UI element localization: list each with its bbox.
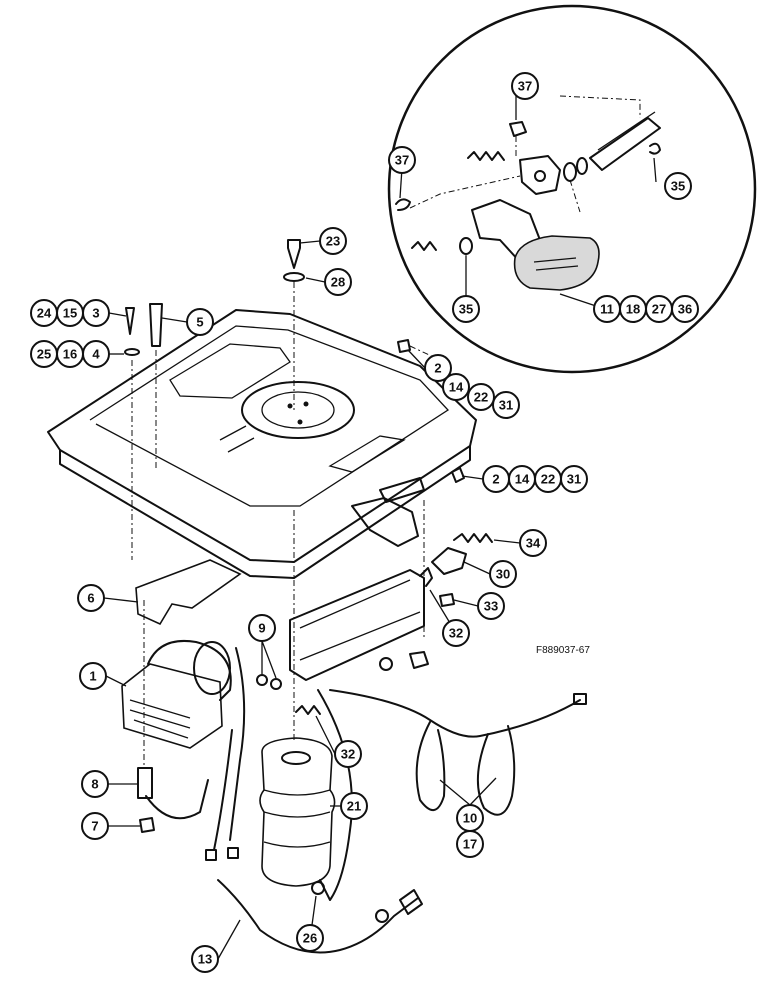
callout-label: 33 [484,599,498,614]
callout-label: 9 [258,621,265,636]
callout-label: 32 [449,626,463,641]
callout-15: 15 [56,299,84,327]
callout-22-lower: 22 [534,465,562,493]
callout-label: 34 [526,536,541,551]
plate-part-6 [135,559,242,626]
fore-aft-lever [351,477,425,547]
callout-34: 34 [519,529,547,557]
callout-label: 15 [63,306,77,321]
callout-3: 3 [82,299,110,327]
callout-35-bottom: 35 [452,295,480,323]
callout-label: 37 [518,79,532,94]
callout-label: 16 [63,347,77,362]
callout-label: 18 [626,302,640,317]
callout-label: 23 [326,234,340,249]
air-spring [259,737,336,887]
callout-18: 18 [619,295,647,323]
callout-14-upper: 14 [442,373,470,401]
callout-label: 26 [303,931,317,946]
callout-28: 28 [324,268,352,296]
callout-label: 14 [515,472,530,487]
callout-21: 21 [340,792,368,820]
callout-36: 36 [671,295,699,323]
callout-30: 30 [489,560,517,588]
callout-5: 5 [186,308,214,336]
callout-4: 4 [82,340,110,368]
callout-23: 23 [319,227,347,255]
callout-32-upper: 32 [442,619,470,647]
centerlines [131,282,441,768]
callout-label: 14 [449,380,464,395]
callout-11: 11 [593,295,621,323]
compressor [121,640,232,749]
callout-31-lower: 31 [560,465,588,493]
callout-label: 13 [198,952,212,967]
detail-inset [387,4,757,374]
slide-rail [289,569,429,681]
callout-label: 8 [91,777,98,792]
callout-label: 4 [92,347,100,362]
callout-label: 30 [496,567,510,582]
callout-22-upper: 22 [467,383,495,411]
callout-35-right: 35 [664,172,692,200]
callout-13: 13 [191,945,219,973]
callout-label: 1 [89,669,96,684]
callout-label: 6 [87,591,94,606]
figure-id: F889037-67 [536,645,590,656]
callout-33: 33 [477,592,505,620]
callout-31-upper: 31 [492,391,520,419]
callout-label: 31 [567,472,581,487]
callout-8: 8 [81,770,109,798]
callout-label: 35 [671,179,685,194]
callout-label: 37 [395,153,409,168]
callout-label: 11 [600,302,614,317]
callout-label: 25 [37,347,51,362]
callout-label: 32 [341,747,355,762]
callout-25: 25 [30,340,58,368]
callout-label: 28 [331,275,345,290]
callout-label: 24 [37,306,52,321]
callout-label: 31 [499,398,513,413]
callout-label: 21 [347,799,361,814]
callout-label: 22 [474,390,488,405]
callout-label: 10 [463,811,477,826]
callout-37-top: 37 [511,72,539,100]
callout-label: 17 [463,837,477,852]
callout-37-left: 37 [388,146,416,174]
callout-6: 6 [77,584,105,612]
callout-label: 35 [459,302,473,317]
callout-9: 9 [248,614,276,642]
callout-label: 2 [492,472,499,487]
callout-7: 7 [81,812,109,840]
hoses [205,647,587,954]
callout-32-lower: 32 [334,740,362,768]
callout-label: 27 [652,302,666,317]
callout-2-upper: 2 [424,354,452,382]
callout-2-lower: 2 [482,465,510,493]
callout-label: 5 [196,315,203,330]
small-parts [124,239,493,895]
seat-base-plate [47,309,477,579]
callout-label: 36 [678,302,692,317]
callout-26: 26 [296,924,324,952]
callout-27: 27 [645,295,673,323]
callout-label: 7 [91,819,98,834]
callout-16: 16 [56,340,84,368]
callout-1: 1 [79,662,107,690]
callout-label: 3 [92,306,99,321]
callout-14-lower: 14 [508,465,536,493]
callout-label: 22 [541,472,555,487]
callout-24: 24 [30,299,58,327]
callout-10: 10 [456,804,484,832]
callout-label: 2 [434,361,441,376]
callout-17: 17 [456,830,484,858]
